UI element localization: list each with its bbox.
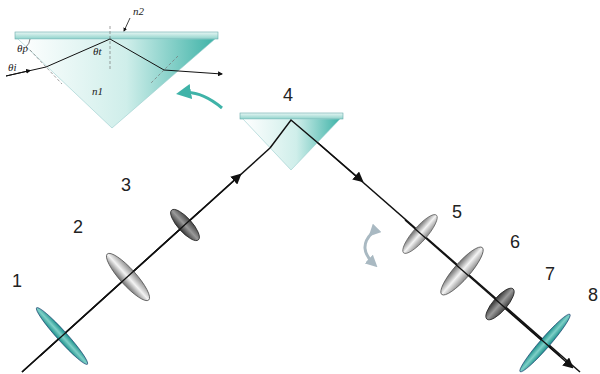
callout-number: 2 [73, 218, 83, 236]
callout-number: 6 [510, 233, 520, 251]
refractive-index: n1 [92, 86, 103, 97]
callout-number: 5 [452, 203, 462, 221]
angle-label: θt [93, 46, 101, 57]
rotation-arrow [365, 233, 374, 264]
angle-label: θi [8, 62, 16, 73]
lens [436, 242, 489, 299]
callout-number: 3 [121, 176, 131, 194]
callout-number: 7 [545, 265, 555, 283]
prism-inset [6, 18, 222, 128]
callout-number: 1 [12, 272, 22, 290]
laser-beam [22, 120, 580, 372]
callout-number: 4 [283, 86, 293, 104]
callout-number: 8 [588, 286, 598, 304]
prism [240, 113, 343, 170]
angle-label: θp [17, 43, 28, 54]
laser-beam [40, 211, 560, 356]
refractive-index: n2 [133, 6, 144, 17]
